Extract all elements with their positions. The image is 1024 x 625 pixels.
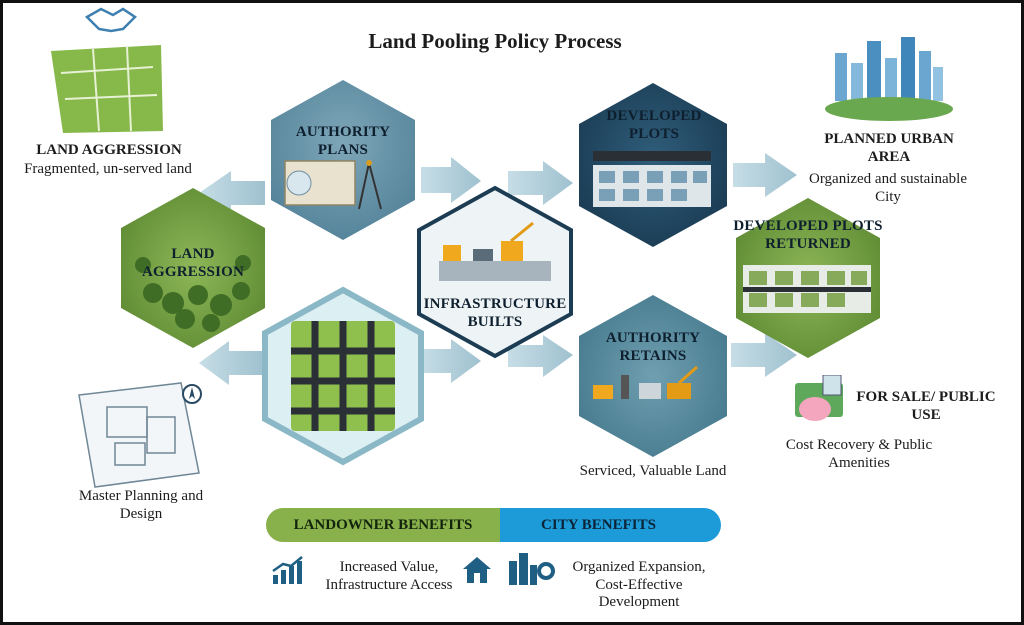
arrow-infra-developed	[508, 161, 573, 205]
hex-label-land-aggression: LAND AGGRESSION	[141, 246, 245, 280]
house-icon	[461, 555, 493, 585]
hex-authority-plans	[271, 80, 415, 240]
flow-arrows	[199, 153, 797, 385]
land-map-illustration	[51, 45, 163, 133]
hex-label-authority-retains: AUTHORITY RETAINS	[605, 330, 701, 364]
arrow-to-master	[199, 341, 263, 385]
right-top-caption-text: Organized and sustainable City	[808, 171, 967, 205]
returned-plots-illustration	[743, 265, 871, 313]
arrow-infra-retain	[508, 335, 573, 377]
blueprint-paper-illustration	[78, 382, 200, 488]
forest-illustration	[135, 255, 251, 332]
sale-caption-heading: FOR SALE/ PUBLIC USE	[856, 389, 996, 423]
benefits-bar: LANDOWNER BENEFITS CITY BENEFITS	[266, 508, 721, 542]
hex-label-infrastructure: INFRASTRUCTURE BUILTS	[423, 296, 567, 330]
hex-label-authority-plans: AUTHORITY PLANS	[295, 124, 391, 158]
compass-icon	[181, 383, 203, 405]
retains-illustration	[593, 365, 698, 399]
master-caption: Master Planning and Design	[78, 488, 204, 522]
arrow-master-infra	[421, 339, 481, 383]
page-title: Land Pooling Policy Process	[368, 29, 622, 53]
landowner-benefits-label: LANDOWNER BENEFITS	[266, 508, 500, 542]
diagram-canvas	[51, 37, 953, 488]
arrow-plans-infra	[421, 157, 481, 203]
left-caption-heading: LAND AGGRESSION	[36, 142, 182, 158]
right-top-caption-heading: PLANNED URBAN AREA	[824, 131, 954, 165]
city-benefits-text: Organized Expansion, Cost-Effective Deve…	[572, 559, 706, 611]
handshake-icon	[83, 3, 139, 35]
city-gear-icon	[507, 551, 555, 587]
serviced-caption: Serviced, Valuable Land	[579, 463, 727, 479]
landowner-benefits-text: Increased Value, Infrastructure Access	[325, 559, 453, 593]
blueprint-illustration	[284, 160, 382, 210]
street-grid-illustration	[291, 321, 395, 431]
hex-authority-retains	[579, 295, 727, 457]
plots-illustration	[593, 151, 711, 207]
growth-chart-icon	[271, 555, 305, 585]
skyline-illustration	[825, 37, 953, 121]
piggy-bank-icon	[793, 374, 849, 427]
hex-label-developed-plots: DEVELOPED PLOTS	[606, 108, 702, 142]
hex-label-plots-returned: DEVELOPED PLOTS RETURNED	[733, 218, 883, 252]
sale-caption-text: Cost Recovery & Public Amenities	[785, 437, 933, 471]
city-benefits-label: CITY BENEFITS	[500, 508, 721, 542]
arrow-developed-urban	[733, 153, 797, 197]
construction-illustration	[439, 221, 551, 281]
arrow-retain-sale	[731, 333, 797, 377]
left-caption-text: Fragmented, un-served land	[24, 161, 192, 177]
